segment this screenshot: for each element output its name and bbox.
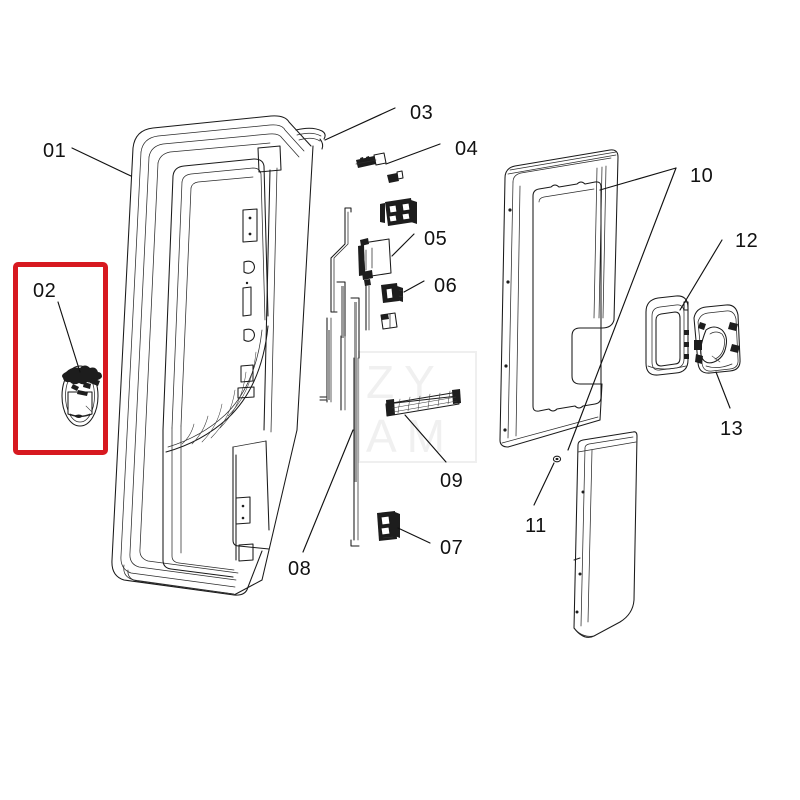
part-13-door-handle-module	[693, 304, 741, 374]
leader-13	[715, 371, 731, 409]
part-02-door-lock-latch-assembly	[61, 365, 102, 427]
leader-02	[57, 301, 81, 373]
part-03-upper-seal-strip	[295, 127, 326, 150]
callout-07[interactable]: 07	[440, 537, 464, 559]
leader-04	[385, 143, 441, 165]
callout-08[interactable]: 08	[288, 558, 312, 580]
callout-13[interactable]: 13	[720, 418, 744, 440]
leader-10-b	[567, 167, 677, 451]
leader-12	[679, 239, 723, 311]
leader-01	[71, 147, 132, 177]
selected-part-highlight-box[interactable]	[13, 262, 108, 455]
leader-09	[404, 414, 447, 463]
part-04-hinge-bracket	[355, 152, 404, 183]
leader-05	[391, 233, 415, 257]
leader-06	[403, 280, 425, 293]
leader-10-a	[599, 167, 677, 191]
leader-07	[397, 527, 431, 544]
callout-10[interactable]: 10	[690, 165, 714, 187]
callout-05[interactable]: 05	[424, 228, 448, 250]
part-05-door-check-hinge	[358, 238, 392, 331]
part-01-door-outer-panel	[111, 115, 314, 596]
svg-text:AM: AM	[366, 410, 455, 462]
part-lower-right-panel	[552, 431, 638, 638]
callout-09[interactable]: 09	[440, 470, 464, 492]
part-07-lower-hinge	[377, 511, 400, 541]
leader-08	[302, 429, 354, 553]
leader-11	[533, 462, 555, 506]
part-12-handle-bezel	[645, 295, 689, 376]
callout-11[interactable]: 11	[525, 515, 547, 537]
part-10-inner-trim-panel	[499, 149, 619, 448]
leader-03	[324, 107, 396, 141]
part-09-lower-trim-strip	[385, 389, 461, 417]
part-06-striker-plate	[381, 283, 404, 303]
callout-12[interactable]: 12	[735, 230, 759, 252]
callout-04[interactable]: 04	[455, 138, 479, 160]
callout-06[interactable]: 06	[434, 275, 458, 297]
callout-03[interactable]: 03	[410, 102, 434, 124]
callout-01[interactable]: 01	[43, 140, 67, 162]
callout-02[interactable]: 02	[33, 280, 57, 302]
part-small-clip	[380, 312, 398, 330]
part-08-vertical-seal-rods	[319, 207, 360, 547]
part-hinge-block	[380, 198, 417, 226]
